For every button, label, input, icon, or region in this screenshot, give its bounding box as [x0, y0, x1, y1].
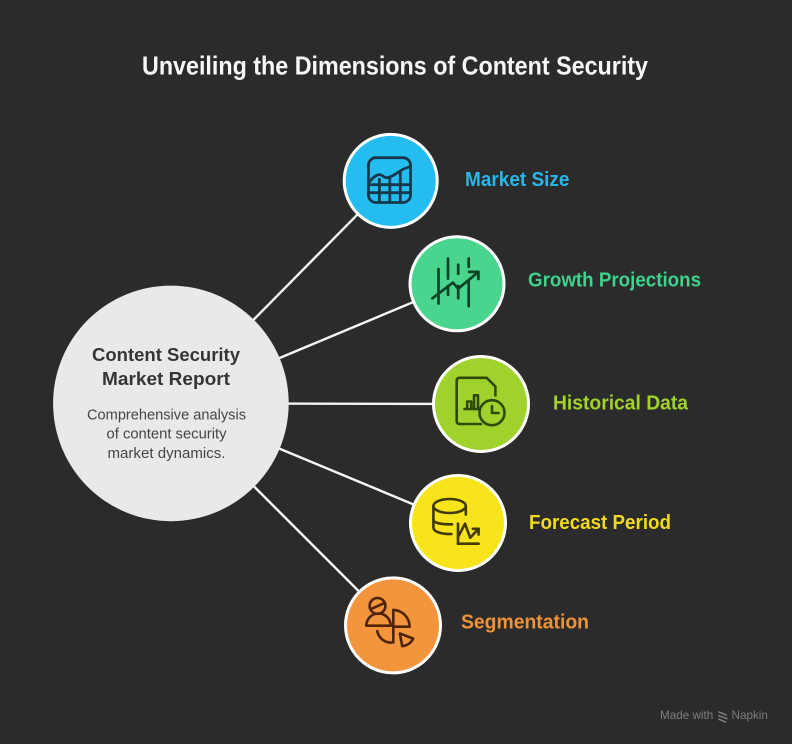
svg-text:Made with: Made with — [660, 709, 713, 722]
svg-text:of content security: of content security — [107, 427, 228, 443]
svg-text:Historical Data: Historical Data — [553, 392, 689, 415]
svg-text:market dynamics.: market dynamics. — [108, 446, 226, 462]
svg-text:Growth Projections: Growth Projections — [528, 269, 701, 292]
svg-text:Forecast Period: Forecast Period — [529, 511, 671, 534]
svg-text:Content Security: Content Security — [92, 344, 241, 365]
svg-text:Market Report: Market Report — [102, 368, 231, 389]
svg-text:Napkin: Napkin — [732, 709, 768, 722]
svg-text:Comprehensive analysis: Comprehensive analysis — [87, 407, 246, 423]
svg-text:Segmentation: Segmentation — [461, 611, 589, 634]
svg-text:Unveiling the Dimensions of Co: Unveiling the Dimensions of Content Secu… — [142, 51, 648, 81]
svg-text:Market Size: Market Size — [465, 168, 570, 191]
